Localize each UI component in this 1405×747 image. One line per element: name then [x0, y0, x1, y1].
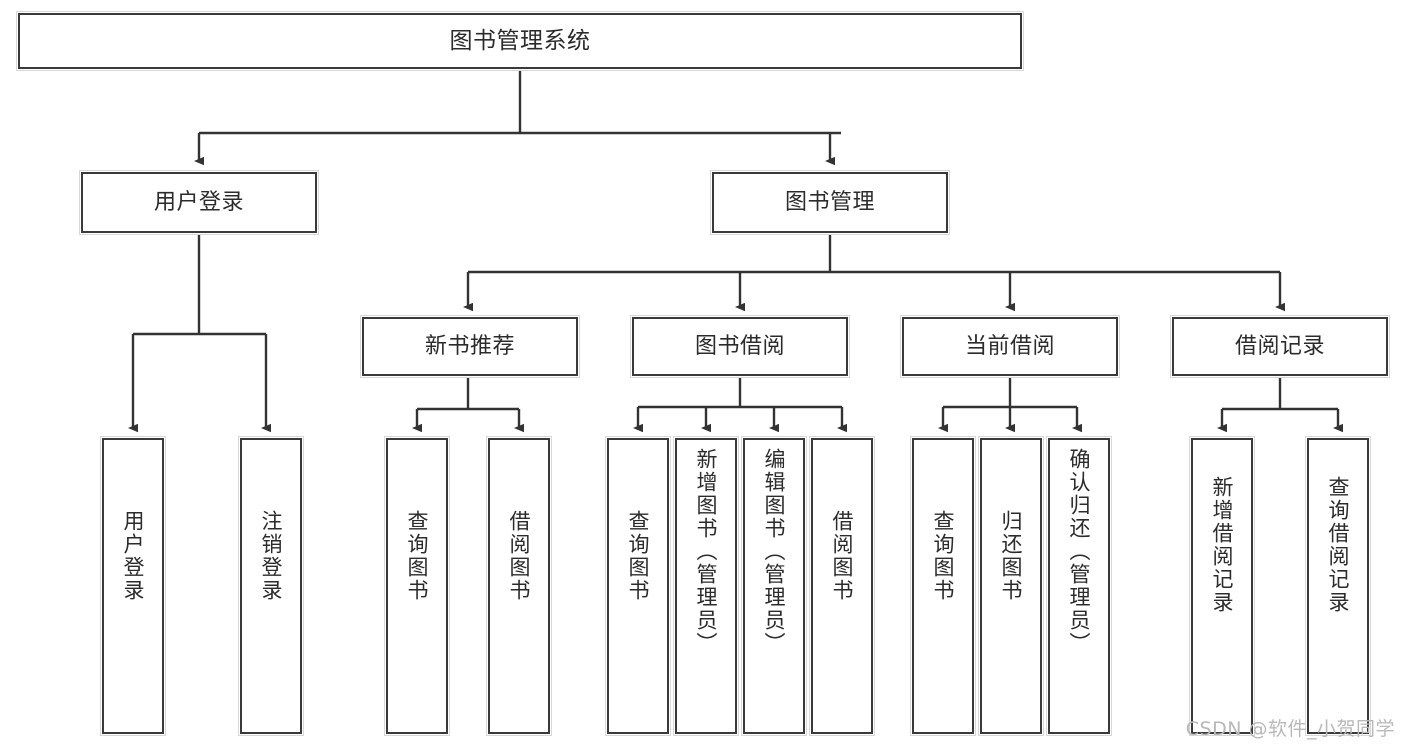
node-leaf-confirm-return-label: 确认归还（管理员） [1067, 448, 1092, 655]
node-leaf-return-book[interactable]: 归还图书 [980, 438, 1042, 734]
node-leaf-return-book-label: 归还图书 [999, 510, 1024, 602]
node-leaf-query-book-1[interactable]: 查询图书 [386, 438, 448, 734]
node-leaf-confirm-return[interactable]: 确认归还（管理员） [1048, 438, 1110, 734]
node-leaf-user-login-label: 用户登录 [121, 510, 146, 602]
node-book-management-label: 图书管理 [784, 189, 875, 215]
node-leaf-borrow-book-1-label: 借阅图书 [507, 510, 532, 602]
node-leaf-query-book-2[interactable]: 查询图书 [607, 438, 669, 734]
node-root[interactable]: 图书管理系统 [18, 13, 1022, 69]
node-leaf-borrow-book-1[interactable]: 借阅图书 [488, 438, 550, 734]
csdn-watermark: CSDN @软件_小贺同学 [1185, 718, 1395, 740]
node-leaf-logout-label: 注销登录 [259, 510, 284, 602]
node-leaf-borrow-book-2[interactable]: 借阅图书 [811, 438, 873, 734]
node-leaf-add-record-label: 新增借阅记录 [1210, 476, 1235, 614]
node-leaf-query-book-3-label: 查询图书 [931, 510, 956, 602]
node-book-borrow-label: 图书借阅 [694, 333, 785, 359]
node-leaf-query-book-3[interactable]: 查询图书 [912, 438, 974, 734]
node-user-login-label: 用户登录 [153, 189, 244, 215]
node-leaf-query-record[interactable]: 查询借阅记录 [1307, 438, 1369, 734]
node-leaf-add-book-label: 新增图书（管理员） [694, 448, 719, 655]
node-new-book-recommend[interactable]: 新书推荐 [362, 317, 578, 376]
node-leaf-query-book-1-label: 查询图书 [405, 510, 430, 602]
node-leaf-logout[interactable]: 注销登录 [240, 438, 302, 734]
node-leaf-edit-book-label: 编辑图书（管理员） [762, 448, 787, 655]
node-user-login[interactable]: 用户登录 [81, 172, 317, 233]
node-root-label: 图书管理系统 [449, 27, 591, 54]
node-leaf-add-record[interactable]: 新增借阅记录 [1191, 438, 1253, 734]
node-leaf-add-book[interactable]: 新增图书（管理员） [675, 438, 737, 734]
node-new-book-recommend-label: 新书推荐 [424, 333, 515, 359]
node-leaf-query-record-label: 查询借阅记录 [1326, 476, 1351, 614]
node-leaf-query-book-2-label: 查询图书 [626, 510, 651, 602]
node-leaf-user-login[interactable]: 用户登录 [102, 438, 164, 734]
node-current-borrow-label: 当前借阅 [964, 333, 1055, 359]
node-leaf-edit-book[interactable]: 编辑图书（管理员） [743, 438, 805, 734]
node-borrow-record[interactable]: 借阅记录 [1172, 317, 1388, 376]
node-current-borrow[interactable]: 当前借阅 [902, 317, 1118, 376]
node-leaf-borrow-book-2-label: 借阅图书 [830, 510, 855, 602]
node-book-borrow[interactable]: 图书借阅 [632, 317, 848, 376]
node-borrow-record-label: 借阅记录 [1234, 333, 1325, 359]
node-book-management[interactable]: 图书管理 [712, 172, 948, 233]
